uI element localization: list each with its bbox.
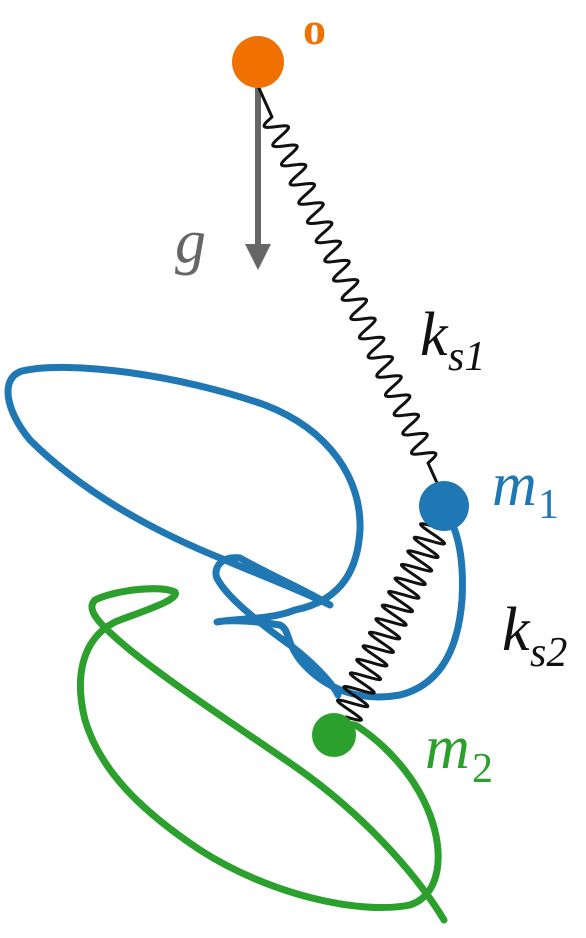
mass-1-label: m 1 xyxy=(492,451,559,528)
gravity-arrow-icon xyxy=(245,88,271,270)
mass-1-label-sub: 1 xyxy=(538,482,559,528)
mass-2-label-main: m xyxy=(425,714,470,782)
spring-1-label: k s1 xyxy=(420,301,485,380)
spring-1-label-sub: s1 xyxy=(448,334,485,380)
mass-2-label-sub: 2 xyxy=(472,746,493,792)
pivot-point-icon xyxy=(232,36,284,88)
mass-1-icon xyxy=(419,481,469,531)
origin-label: o xyxy=(303,3,326,54)
mass-2-label: m 2 xyxy=(425,714,493,792)
spring-2-label-main: k xyxy=(502,596,531,664)
spring-1 xyxy=(256,84,444,496)
spring-2 xyxy=(335,516,447,728)
spring-2-label-sub: s2 xyxy=(530,630,567,676)
mass-1-trajectory xyxy=(4,363,466,701)
gravity-label: g xyxy=(175,208,206,276)
mass-2-trajectory xyxy=(76,585,448,924)
spring-2-label: k s2 xyxy=(502,596,567,676)
spring-1-label-main: k xyxy=(420,301,449,369)
mass-1-label-main: m xyxy=(492,451,537,519)
mass-2-icon xyxy=(312,713,356,757)
